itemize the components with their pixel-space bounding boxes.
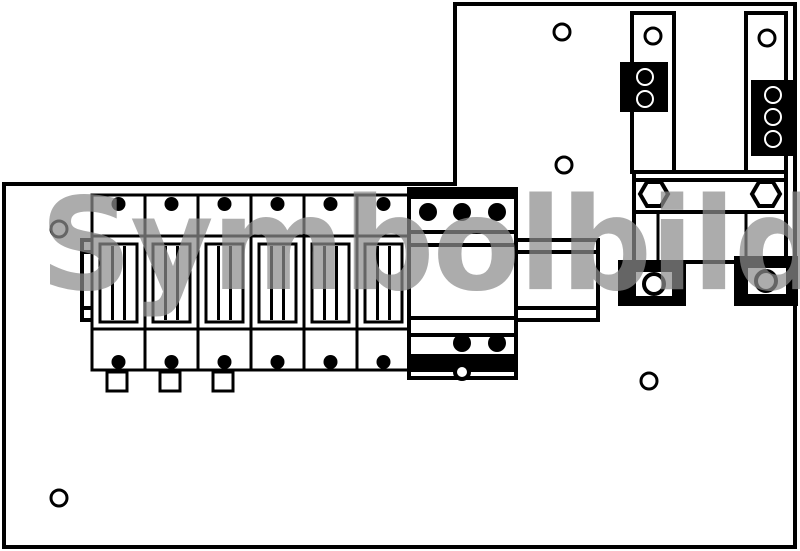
breaker xyxy=(249,193,306,372)
busbar-assembly xyxy=(618,11,798,306)
terminal-screw xyxy=(217,355,232,369)
terminal-screw xyxy=(164,355,179,369)
terminal-screw xyxy=(111,355,126,369)
terminal-screw xyxy=(453,203,471,221)
mounting-hole xyxy=(552,22,572,42)
terminal-screw xyxy=(488,334,506,352)
main-switch xyxy=(407,187,518,381)
terminal-screw xyxy=(453,363,471,381)
terminal-tabs xyxy=(105,370,235,393)
breaker-row xyxy=(90,193,412,372)
hex-nut xyxy=(637,180,671,208)
breaker xyxy=(355,193,412,372)
mounting-hole xyxy=(639,371,659,391)
breaker xyxy=(143,193,200,372)
terminal-tab xyxy=(105,370,129,393)
terminal-screw xyxy=(270,355,285,369)
terminal-screw xyxy=(323,355,338,369)
terminal-screw xyxy=(453,334,471,352)
mounting-hole xyxy=(554,155,574,175)
mounting-holes xyxy=(49,22,659,508)
breaker xyxy=(90,193,147,372)
terminal-screw xyxy=(217,197,232,211)
terminal-screw xyxy=(488,203,506,221)
terminal-screw xyxy=(270,197,285,211)
hex-nut xyxy=(749,180,783,208)
breaker xyxy=(196,193,253,372)
mounting-hole xyxy=(49,219,69,239)
terminal-screw xyxy=(164,197,179,211)
mounting-hole xyxy=(49,488,69,508)
terminal-tab xyxy=(158,370,182,393)
terminal-tab xyxy=(211,370,235,393)
terminal-screw xyxy=(376,355,391,369)
terminal-screw xyxy=(323,197,338,211)
terminal-screw xyxy=(419,203,437,221)
breaker xyxy=(302,193,359,372)
terminal-screw xyxy=(111,197,126,211)
terminal-screw xyxy=(376,197,391,211)
